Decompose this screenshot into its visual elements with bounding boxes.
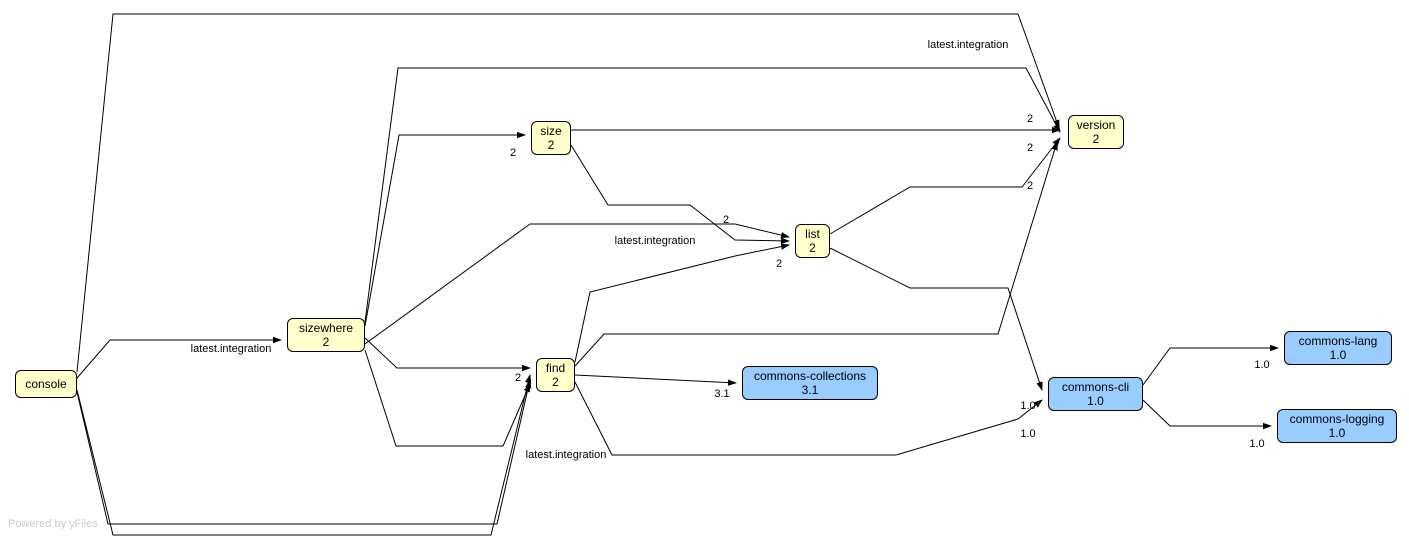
edge-sizewhere-to-size[interactable] (364, 131, 526, 327)
node-label-name: find (545, 361, 566, 375)
edge-label-size-to-version: 2 (1026, 113, 1034, 125)
edge-sizewhere-to-find[interactable] (364, 337, 531, 372)
edge-label-find-to-version: 2 (1026, 180, 1034, 192)
edge-list-to-version[interactable] (829, 137, 1061, 235)
node-label-name: commons-logging (1289, 412, 1385, 426)
edge-console-to-find[interactable] (76, 374, 532, 536)
node-label-version: 2 (322, 335, 330, 349)
node-label-name: commons-collections (753, 369, 867, 383)
node-label-version: 2 (547, 138, 555, 152)
edge-label-find-to-commons-collections: 3.1 (714, 388, 730, 400)
node-label-name: commons-cli (1061, 380, 1130, 394)
edge-find-to-version[interactable] (574, 141, 1058, 367)
node-label-version: 2 (809, 241, 816, 255)
node-label-name: version (1076, 118, 1116, 132)
edge-label-sizewhere-to-size: 2 (509, 147, 517, 159)
edge-commons-cli-to-commons-logging[interactable] (1142, 399, 1272, 430)
edge-console-to-sizewhere[interactable] (76, 336, 282, 379)
edge-list-to-commons-cli[interactable] (829, 247, 1043, 391)
edge-find-to-list[interactable] (574, 243, 790, 363)
edge-size-to-list[interactable] (570, 144, 790, 245)
edge-sizewhere-to-find[interactable] (364, 349, 531, 447)
edge-label-sizewhere-to-list: latest.integration (614, 235, 696, 247)
node-console[interactable]: console (15, 370, 77, 398)
node-label-version: 2 (552, 375, 559, 389)
node-label-version: 1.0 (1328, 426, 1346, 440)
edge-label-console-to-sizewhere: latest.integration (190, 343, 272, 355)
edge-find-to-commons-collections[interactable] (574, 374, 737, 386)
edge-label-commons-cli-to-commons-lang: 1.0 (1254, 359, 1270, 371)
node-label-version: 1.0 (1087, 394, 1104, 408)
yfiles-watermark: Powered by yFiles (8, 518, 98, 530)
edge-find-to-commons-cli[interactable] (574, 381, 1043, 456)
node-label-version: 3.1 (801, 383, 819, 397)
node-label-name: commons-lang (1298, 334, 1378, 348)
node-label-version: 2 (1092, 132, 1100, 146)
edge-console-to-version[interactable] (76, 13, 1060, 373)
node-label-version: 1.0 (1329, 348, 1347, 362)
edge-label-commons-cli-to-commons-logging: 1.0 (1249, 438, 1265, 450)
node-label-name: size (540, 124, 562, 138)
edge-label-find-to-commons-cli: 1.0 (1020, 428, 1036, 440)
edges (76, 13, 1279, 536)
edge-console-to-find[interactable] (76, 379, 532, 525)
edge-sizewhere-to-list[interactable] (364, 223, 790, 345)
edge-sizewhere-to-version[interactable] (364, 67, 1061, 323)
node-label-name: list (805, 227, 820, 241)
edge-label-size-to-list: 2 (722, 214, 730, 226)
edge-label-console-to-find: latest.integration (525, 449, 607, 461)
edge-label-console-to-version: latest.integration (927, 39, 1009, 51)
node-label-name: console (25, 377, 67, 391)
edge-label-list-to-version: 2 (1026, 142, 1034, 154)
edge-label-find-to-list: 2 (775, 258, 783, 270)
edge-label-sizewhere-to-find: 2 (514, 372, 522, 384)
node-label-name: sizewhere (298, 321, 354, 335)
edge-label-list-to-commons-cli: 1.0 (1020, 400, 1036, 412)
edge-commons-cli-to-commons-lang[interactable] (1142, 344, 1279, 386)
